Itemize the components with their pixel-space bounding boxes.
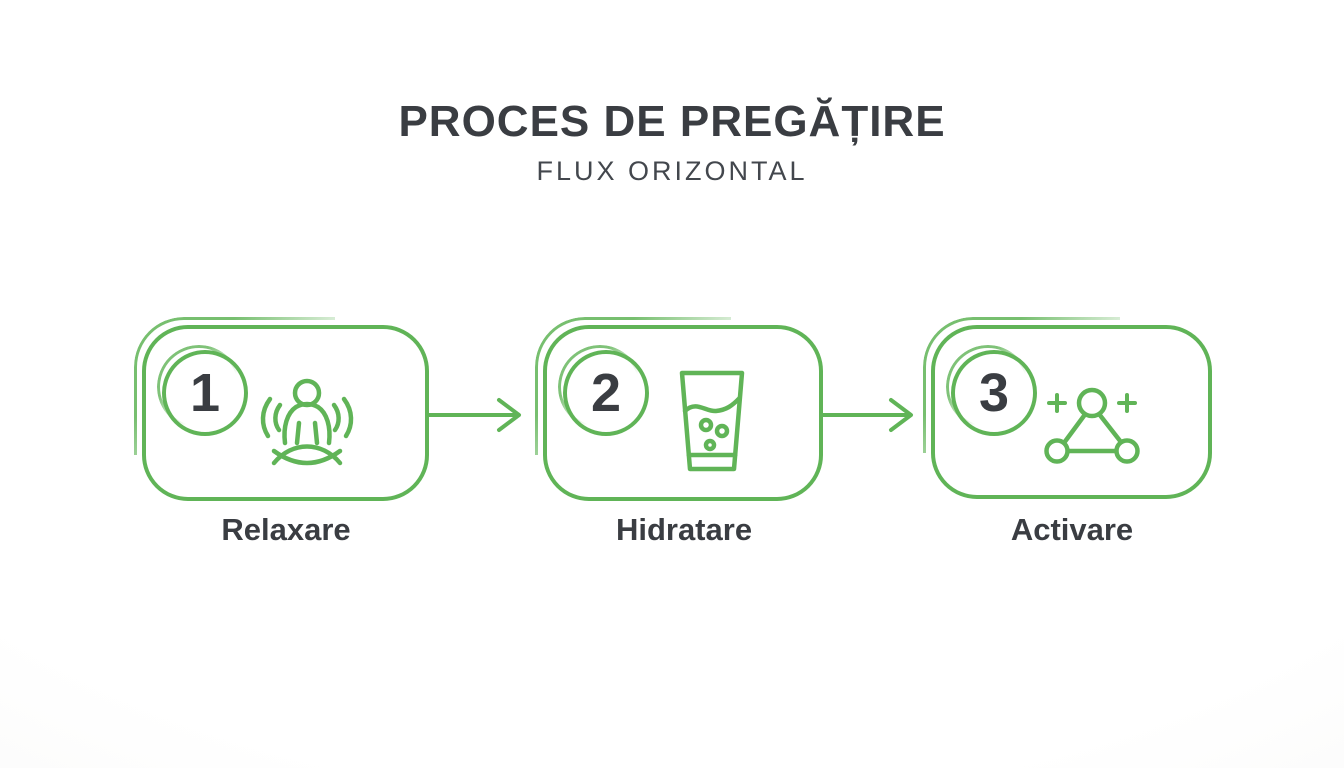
step-number-badge: 2 (563, 350, 649, 436)
step-number: 1 (189, 363, 221, 423)
step-label-relaxare: Relaxare (221, 512, 351, 547)
step-label-hidratare: Hidratare (615, 512, 753, 547)
step-number-badge: 3 (951, 350, 1037, 436)
arrow-right-icon (820, 395, 916, 435)
arrow-right-icon (428, 395, 524, 435)
page-title: PROCES DE PREGĂȚIRE (398, 97, 946, 146)
step-number: 3 (978, 363, 1010, 423)
step-box-relaxare: 1 (134, 317, 429, 501)
step-label-activare: Activare (1010, 512, 1134, 547)
water-glass-icon (674, 369, 750, 473)
meditation-icon (246, 373, 366, 477)
molecule-icon (1036, 381, 1148, 473)
step-number-badge: 1 (162, 350, 248, 436)
step-number: 2 (590, 363, 622, 423)
step-box-hidratare: 2 (535, 317, 823, 501)
step-box-activare: 3 (923, 317, 1212, 499)
page-subtitle: FLUX ORIZONTAL (536, 156, 808, 186)
